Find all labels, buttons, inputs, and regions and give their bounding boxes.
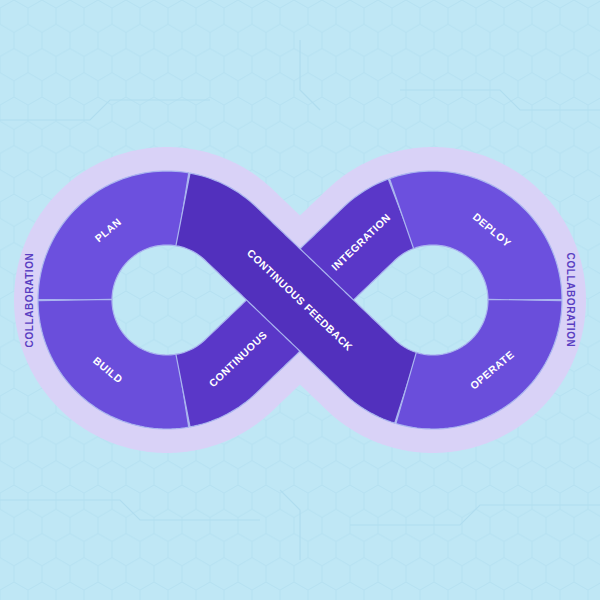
circuit-trace [400, 90, 600, 110]
segment-fill [38, 171, 189, 301]
segment-fill [389, 171, 562, 301]
ring-label: COLLABORATION [565, 253, 575, 348]
deploy-segment: DEPLOY [387, 169, 564, 303]
segment-fill [38, 299, 189, 429]
circuit-trace [300, 40, 320, 110]
circuit-traces [0, 40, 600, 560]
deploy-segment-shape [387, 169, 564, 303]
segment-fill [176, 173, 418, 423]
plan-segment-shape [36, 169, 191, 303]
build-segment: BUILD [36, 297, 191, 431]
feedback-band: CONTINUOUS FEEDBACK [173, 171, 420, 426]
circuit-trace [0, 500, 260, 520]
segment-fill [396, 299, 562, 429]
collaboration-ring: COLLABORATIONCOLLABORATIONPLANBUILDCONTI… [12, 145, 588, 455]
ring-label: COLLABORATION [25, 253, 35, 348]
operate-segment-shape [393, 297, 564, 431]
build-segment-shape [36, 297, 191, 431]
circuit-trace [0, 100, 210, 120]
circuit-trace [350, 505, 600, 525]
plan-segment: PLAN [36, 169, 191, 303]
circuit-trace [280, 490, 300, 560]
operate-segment: OPERATE [393, 297, 564, 431]
